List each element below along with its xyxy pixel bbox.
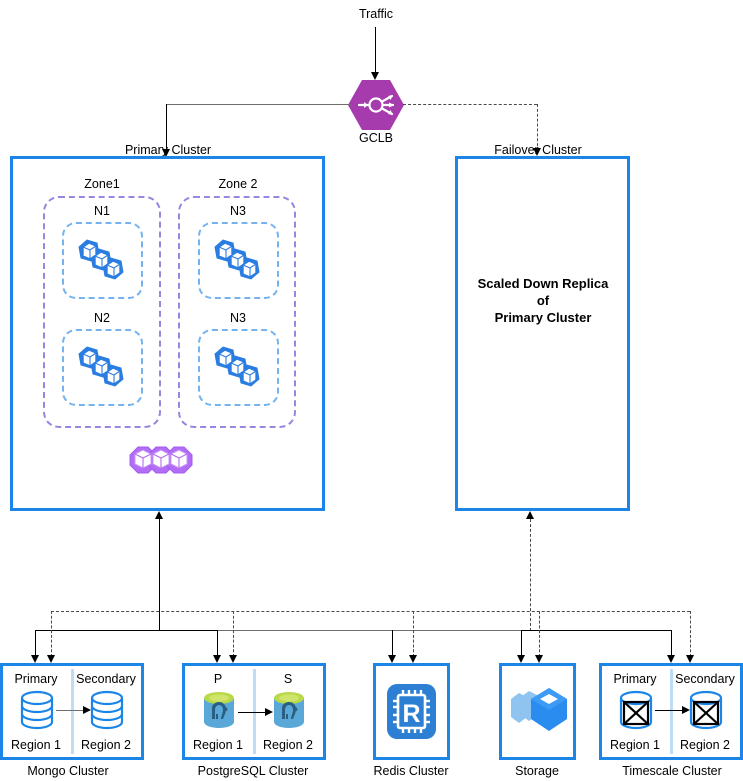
bus-to-failover-line [530,519,531,631]
postgres-elephant-icon [200,690,238,732]
drop-dashed-storage-arrowhead [535,655,543,663]
gclb-to-failover-arrowhead [533,148,541,156]
zone-2-box[interactable] [178,196,296,428]
postgres-region-divider [253,669,256,754]
postgres-replication-line [238,712,266,714]
postgres-primary-role-label: P [213,672,223,686]
mongo-secondary-region-label: Region 2 [80,738,132,752]
drop-dashed-timescale-arrowhead [686,655,694,663]
drop-dashed-timescale [690,611,691,657]
timescale-secondary-region-label: Region 2 [679,738,731,752]
storage-caption: Storage [515,764,559,778]
redis-cluster-caption: Redis Cluster [373,764,449,778]
timescale-region-divider [670,669,673,754]
mongo-database-icon [88,690,126,730]
mongo-replication-line [56,710,84,712]
failover-distribution-bus [51,611,690,612]
drop-solid-mongo-arrowhead [31,655,39,663]
mongo-cluster-caption: Mongo Cluster [27,764,109,778]
drop-dashed-mongo [51,611,52,657]
postgres-primary-region-label: Region 1 [192,738,244,752]
timescale-primary-role-label: Primary [613,672,657,686]
node-n3-b-label: N3 [230,311,246,325]
postgres-secondary-role-label: S [283,672,293,686]
primary-distribution-bus-1 [35,630,217,632]
gclb-to-primary-horizontal [167,104,352,106]
svg-text:R: R [402,700,420,728]
timescale-replication-arrowhead [682,706,690,714]
postgres-cluster-caption: PostgreSQL Cluster [197,764,309,778]
mongo-primary-region-label: Region 1 [10,738,62,752]
node-n2-label: N2 [94,311,110,325]
timescale-secondary-role-label: Secondary [675,672,735,686]
node-cubes-icon [211,233,267,289]
timescale-primary-region-label: Region 1 [609,738,661,752]
node-cubes-icon [211,340,267,396]
node-n3-a-label: N3 [230,204,246,218]
drop-dashed-postgres-arrowhead [229,655,237,663]
drop-solid-timescale [671,630,673,657]
traffic-label: Traffic [358,7,394,21]
zone-2-label: Zone 2 [218,177,258,191]
failover-body-line-3: Primary Cluster [494,310,592,325]
gclb-to-failover-horizontal [403,104,537,105]
node-cubes-icon [75,233,131,289]
failover-body-line-1: Scaled Down Replica [477,276,609,291]
drop-dashed-mongo-arrowhead [47,655,55,663]
failover-cluster-box[interactable] [455,156,630,511]
node-n2-box[interactable] [62,329,143,406]
node-n1-label: N1 [94,204,110,218]
gclb-node[interactable] [347,79,405,131]
postgres-replication-arrowhead [265,708,273,716]
drop-solid-storage [521,630,523,657]
mongo-region-divider [71,669,74,754]
traffic-to-gclb-line [375,27,377,75]
failover-cluster-label: Failover Cluster [494,143,582,157]
zone-1-box[interactable] [43,196,161,428]
drop-solid-redis-arrowhead [388,655,396,663]
gclb-label: GCLB [358,131,394,145]
primary-cluster-label: Primary Cluster [124,143,212,157]
drop-dashed-postgres [233,611,234,657]
mongo-primary-role-label: Primary [14,672,58,686]
drop-solid-storage-arrowhead [517,655,525,663]
failover-body-line-2: of [536,293,550,308]
traffic-to-gclb-arrowhead [371,72,379,80]
bus-to-failover-arrowhead [526,511,534,519]
redis-chip-icon: R [382,672,441,751]
drop-solid-postgres [217,630,219,657]
drop-dashed-storage [539,611,540,657]
node-cubes-icon [75,340,131,396]
kubernetes-pods-icon [128,443,202,479]
storage-buckets-icon [509,683,569,740]
timescale-cluster-caption: Timescale Cluster [622,764,722,778]
primary-distribution-bus-2 [217,630,522,632]
timescale-database-icon [687,690,725,730]
gclb-to-primary-vertical [166,104,168,152]
postgres-secondary-region-label: Region 2 [262,738,314,752]
drop-dashed-redis-arrowhead [409,655,417,663]
mongo-database-icon [18,690,56,730]
drop-solid-redis [392,630,394,657]
node-n3-b-box[interactable] [198,329,279,406]
drop-dashed-redis [413,611,414,657]
drop-solid-postgres-arrowhead [213,655,221,663]
mongo-secondary-role-label: Secondary [76,672,136,686]
timescale-database-icon [617,690,655,730]
bus-to-primary-line [159,519,161,631]
primary-distribution-bus-3 [522,630,672,632]
gclb-to-failover-vertical [537,104,538,151]
timescale-replication-line [655,710,683,712]
postgres-elephant-icon [270,690,308,732]
bus-to-primary-arrowhead [155,511,163,519]
drop-solid-timescale-arrowhead [667,655,675,663]
mongo-replication-arrowhead [83,706,91,714]
node-n3-a-box[interactable] [198,222,279,299]
gclb-to-primary-arrowhead [162,149,170,157]
zone-1-label: Zone1 [84,177,120,191]
node-n1-box[interactable] [62,222,143,299]
drop-solid-mongo [35,630,37,657]
